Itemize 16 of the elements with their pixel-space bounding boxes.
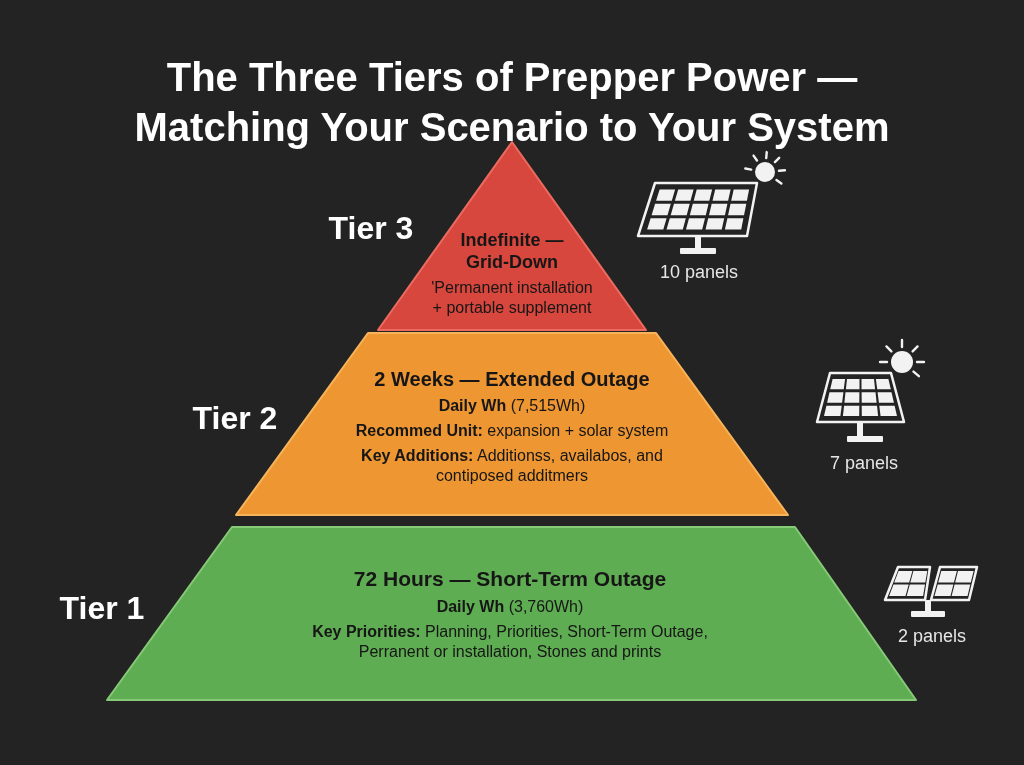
panel-count: 10 panels [659,261,739,283]
panel-count: 7 panels [829,452,899,474]
tier-description: Daily Wh (3,760Wh) [436,597,584,617]
tier-description: Key Priorities: Planning, Priorities, Short-Term Outage, Perranent or installation, Stones and prints [311,622,709,662]
panel-count: 2 panels [897,625,967,647]
tier-description: Key Additions: Additionss, availabos, and contiposed additmers [360,445,664,486]
tier-number: Tier 1 [59,589,145,627]
tier-heading: 2 Weeks — Extended Outage [374,366,650,391]
tier-number: Tier 2 [192,399,278,437]
tier-heading: 72 Hours — Short-Term Outage [353,566,667,592]
tier-description: Daily Wh (7,515Wh) [438,395,586,416]
tier-heading: Indefinite — Grid-Down [459,228,565,273]
tier-number: Tier 3 [328,209,414,247]
tier-description: 'Permanent installation + portable supplement [430,277,594,318]
tier-description: Recommed Unit: expansion + solar system [355,420,669,441]
title: The Three Tiers of Prepper Power — Matching Your Scenario to Your System [133,54,891,151]
